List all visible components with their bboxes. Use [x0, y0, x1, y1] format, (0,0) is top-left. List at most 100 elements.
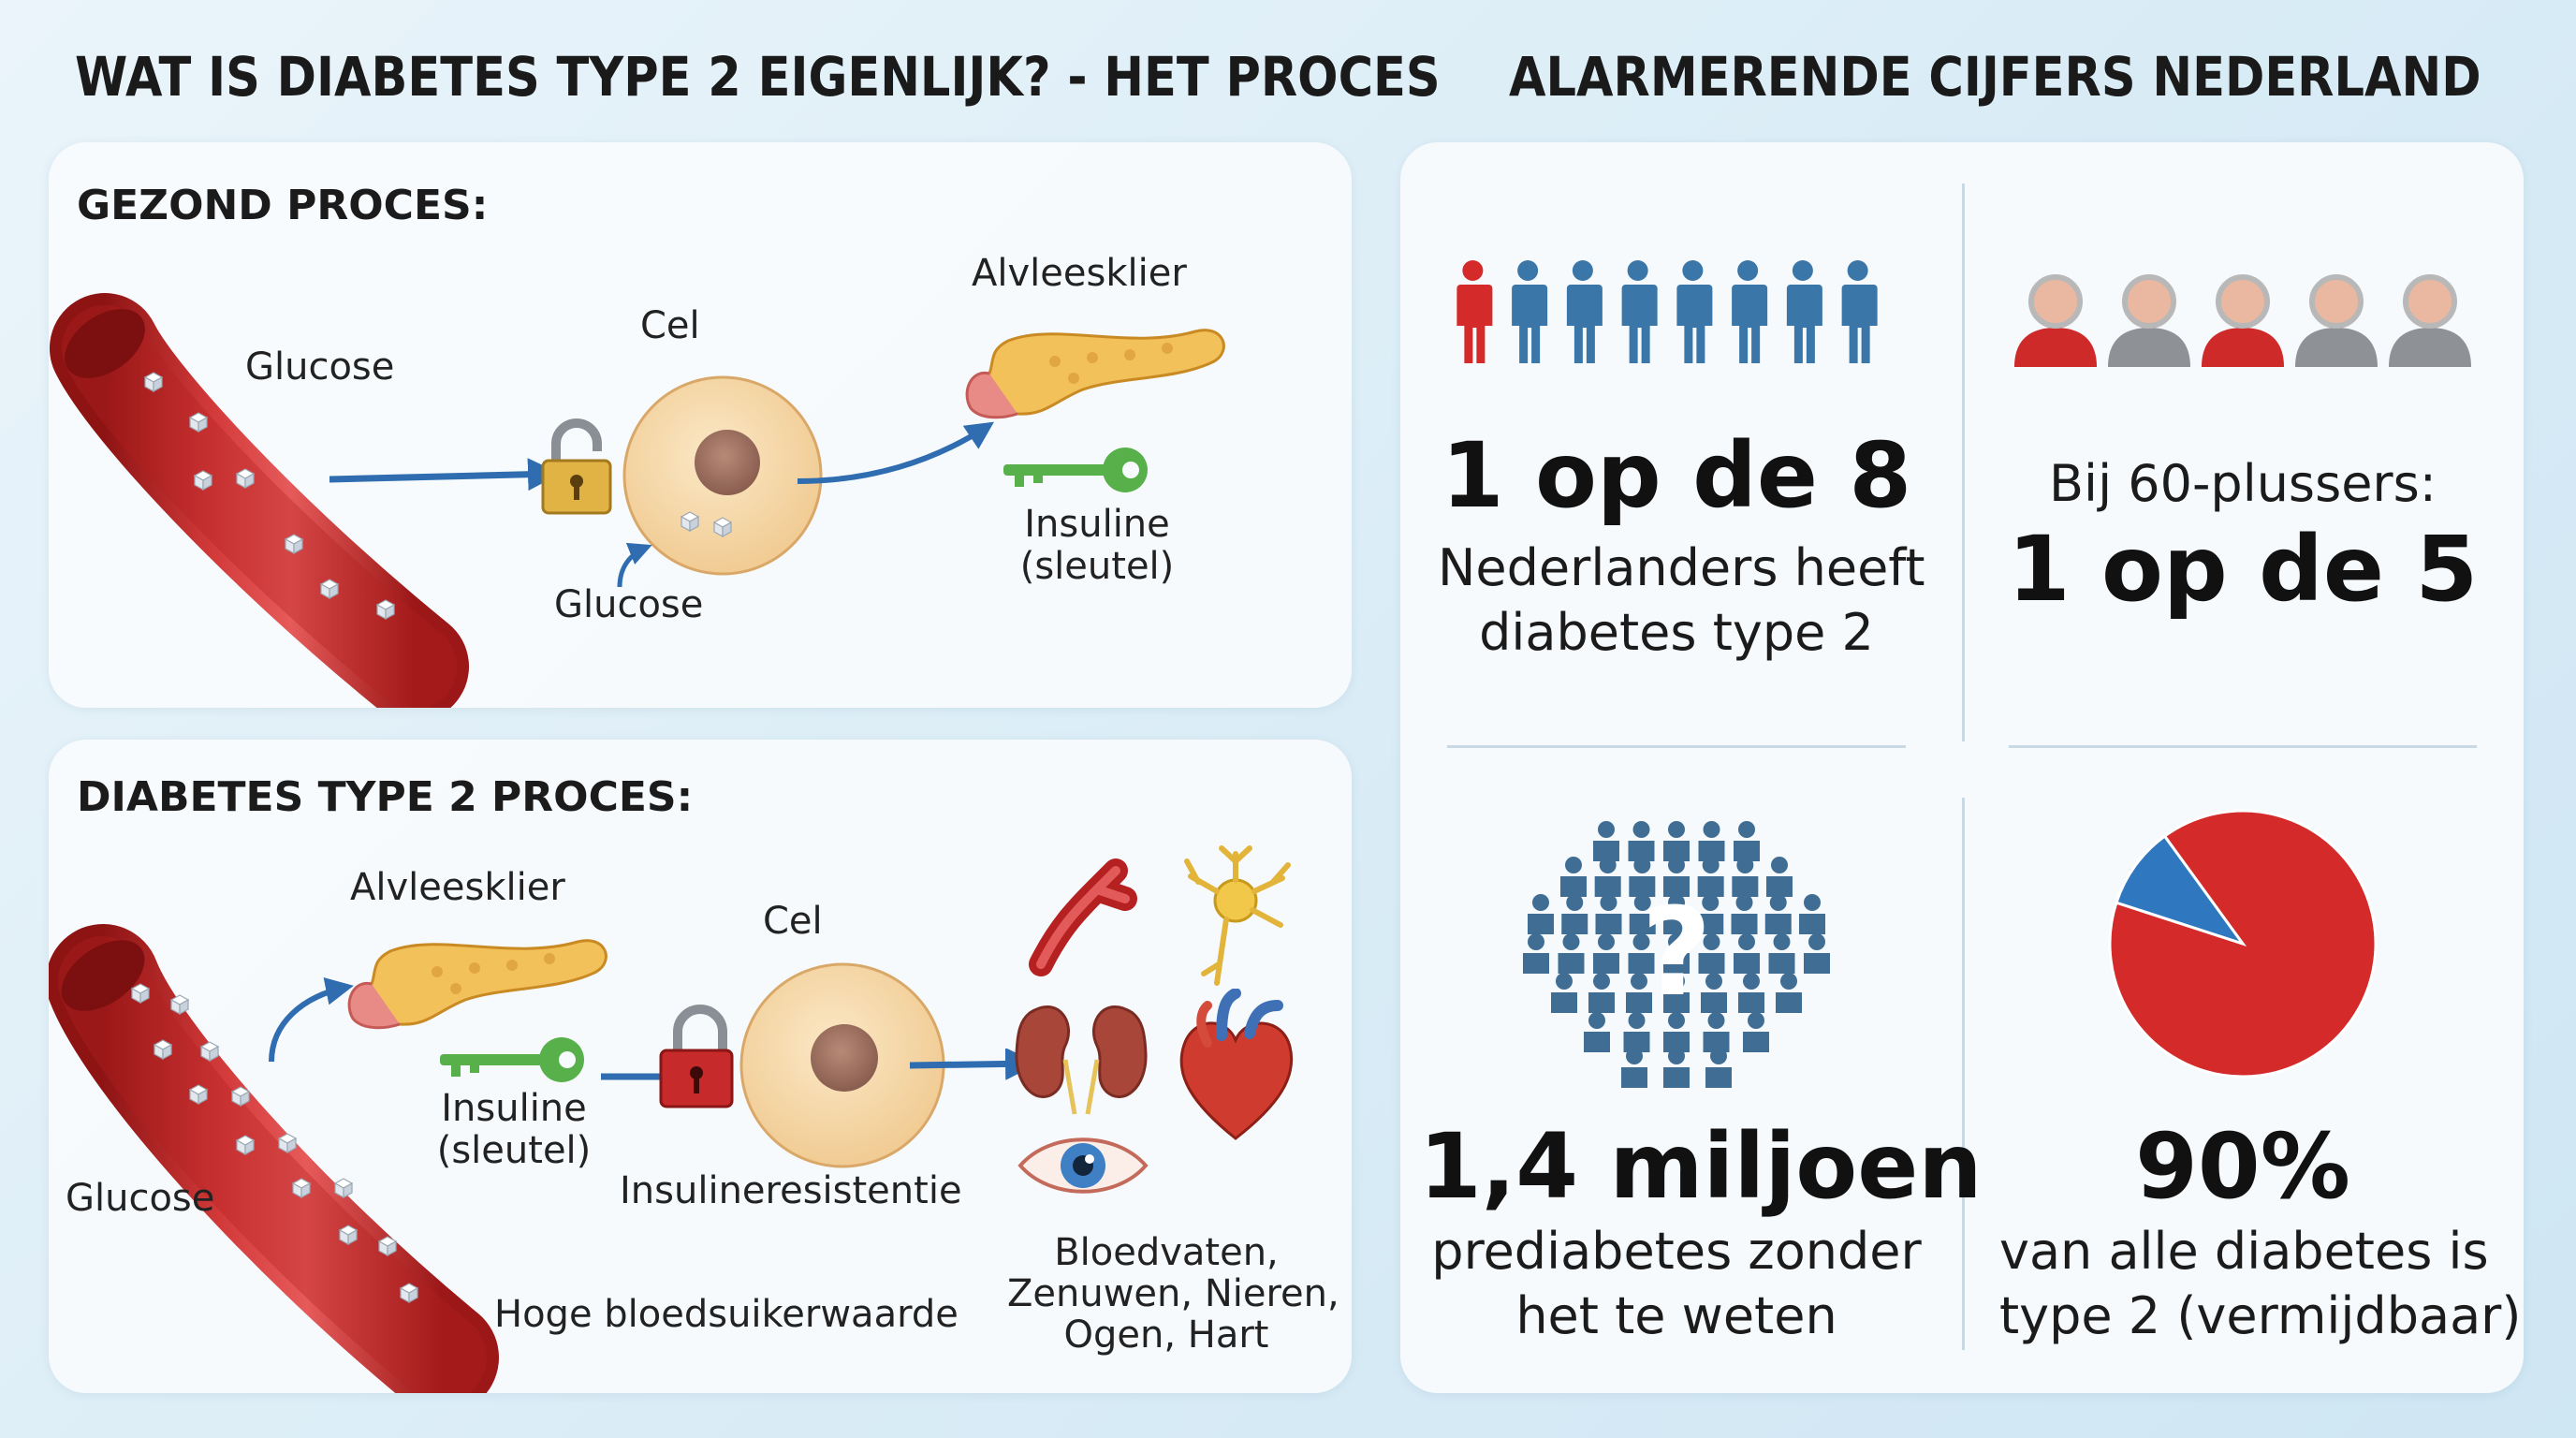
statistics-panel: 1 op de 8 Nederlanders heeft diabetes ty…	[1400, 142, 2524, 1393]
crowd-person-icon	[1584, 1012, 1610, 1052]
diabetes-key-icon	[440, 1037, 584, 1082]
person-icon	[1512, 260, 1548, 363]
kidneys-icon	[1015, 1005, 1148, 1115]
senior-icons-row	[2014, 274, 2471, 367]
crowd-person-icon	[1561, 894, 1588, 934]
stats-divider-vertical-top	[1962, 183, 1965, 741]
diabetes-blood-vessel	[49, 924, 499, 1393]
crowd-person-icon	[1698, 821, 1725, 861]
person-icon	[1732, 260, 1768, 363]
stats-divider-horizontal-left	[1447, 745, 1906, 748]
healthy-arrow-2	[797, 421, 994, 484]
stat2-number: 1 op de 5	[2007, 517, 2479, 622]
senior-icon-highlighted	[2014, 274, 2097, 367]
healthy-glucose-label: Glucose	[245, 345, 395, 389]
crowd-person-icon	[1663, 1048, 1690, 1088]
diabetes-pancreas-icon	[347, 939, 607, 1030]
crowd-person-icon	[1663, 821, 1690, 861]
healthy-pancreas-icon	[965, 329, 1225, 419]
crowd-person-icon	[1799, 894, 1825, 934]
diabetes-cell	[739, 962, 945, 1168]
stat4-text: van alle diabetes is type 2 (vermijdbaar…	[1999, 1219, 2521, 1348]
diabetes-insuline-label: Insuline (sleutel)	[416, 1088, 612, 1172]
healthy-cell	[622, 375, 823, 576]
healthy-arrow-small	[617, 542, 652, 588]
crowd-question-icon: ?	[1523, 821, 1830, 1088]
diabetes-process-panel: DIABETES TYPE 2 PROCES: Glucose Alvleesk…	[49, 740, 1352, 1393]
diabetes-glucose-label: Glucose	[66, 1177, 215, 1220]
diabetes-alvleesklier-label: Alvleesklier	[350, 866, 565, 909]
stat4-number: 90%	[2135, 1114, 2350, 1219]
healthy-blood-vessel	[50, 293, 469, 708]
crowd-person-icon	[1705, 1048, 1732, 1088]
stat1-number: 1 op de 8	[1441, 423, 1912, 528]
crowd-person-icon	[1551, 973, 1577, 1013]
diabetes-process-title: DIABETES TYPE 2 PROCES:	[77, 773, 694, 821]
stat4-line1: van alle diabetes is	[1999, 1222, 2489, 1281]
stats-divider-vertical-bottom	[1962, 798, 1965, 1350]
affected-organs-label: Bloedvaten, Zenuwen, Nieren, Ogen, Hart	[1007, 1231, 1339, 1357]
crowd-person-icon	[1768, 933, 1795, 974]
healthy-alvleesklier-label: Alvleesklier	[972, 252, 1187, 295]
diabetes-insuline-line2: (sleutel)	[436, 1128, 592, 1172]
crowd-person-icon	[1732, 857, 1759, 897]
people-icons-row	[1456, 260, 1878, 363]
diabetes-arrow-2	[910, 1049, 1038, 1080]
question-mark-icon: ?	[1641, 881, 1711, 1023]
crowd-person-icon	[1766, 857, 1793, 897]
insulin-resistance-label: Insulineresistentie	[620, 1169, 962, 1212]
senior-icon	[2389, 274, 2471, 367]
crowd-person-icon	[1764, 894, 1792, 934]
crowd-person-icon	[1628, 821, 1655, 861]
healthy-arrow-1	[329, 458, 561, 492]
stat4-line2: type 2 (vermijdbaar)	[1999, 1286, 2522, 1346]
crowd-person-icon	[1593, 933, 1619, 974]
organs-line1: Bloedvaten,	[1054, 1231, 1279, 1274]
heart-icon	[1179, 989, 1294, 1140]
left-heading: WAT IS DIABETES TYPE 2 EIGENLIJK? - HET …	[75, 45, 1441, 109]
crowd-person-icon	[1594, 857, 1621, 897]
blood-vessel-icon	[1029, 858, 1137, 976]
crowd-person-icon	[1734, 933, 1760, 974]
healthy-glucose-bottom-label: Glucose	[554, 583, 704, 626]
stat3-line2: het te weten	[1515, 1286, 1837, 1346]
person-icon	[1621, 260, 1658, 363]
right-heading: ALARMERENDE CIJFERS NEDERLAND	[1509, 45, 2481, 109]
crowd-person-icon	[1621, 1048, 1647, 1088]
pie-slice-other	[2115, 834, 2247, 946]
senior-icon-highlighted	[2202, 274, 2284, 367]
healthy-insuline-line2: (sleutel)	[1019, 544, 1175, 588]
closed-lock-icon	[659, 1005, 734, 1108]
stat2-text: Bij 60-plussers:	[2049, 454, 2437, 513]
crowd-person-icon	[1743, 1012, 1769, 1052]
person-icon-highlighted	[1456, 260, 1493, 363]
diabetes-cel-label: Cel	[763, 900, 823, 943]
crowd-person-icon	[1776, 973, 1802, 1013]
crowd-person-icon	[1731, 894, 1758, 934]
crowd-person-icon	[1738, 973, 1764, 1013]
open-lock-icon	[541, 418, 612, 515]
stat3-text: prediabetes zonder het te weten	[1419, 1219, 1934, 1348]
diabetes-arrow-up	[269, 977, 354, 1063]
crowd-person-icon	[1560, 857, 1587, 897]
crowd-person-icon	[1595, 894, 1622, 934]
high-blood-sugar-label: Hoge bloedsuikerwaarde	[494, 1293, 959, 1336]
crowd-person-icon	[1593, 821, 1619, 861]
crowd-person-icon	[1523, 933, 1549, 974]
stats-divider-horizontal-right	[2009, 745, 2477, 748]
healthy-insuline-line1: Insuline	[1024, 503, 1170, 546]
stat3-number: 1,4 miljoen	[1419, 1114, 1983, 1219]
person-icon	[1841, 260, 1878, 363]
type2-pie-chart	[2108, 809, 2378, 1078]
organs-line2: Zenuwen, Nieren,	[1007, 1272, 1339, 1315]
healthy-insuline-label: Insuline (sleutel)	[985, 504, 1209, 588]
person-icon	[1566, 260, 1603, 363]
stat1-text: Nederlanders heeft diabetes type 2	[1438, 536, 1925, 665]
crowd-person-icon	[1588, 973, 1615, 1013]
diabetes-insuline-line1: Insuline	[441, 1087, 587, 1130]
senior-icon	[2108, 274, 2190, 367]
crowd-person-icon	[1804, 933, 1830, 974]
crowd-person-icon	[1528, 894, 1554, 934]
organs-line3: Ogen, Hart	[1063, 1313, 1269, 1357]
stat3-line1: prediabetes zonder	[1431, 1222, 1922, 1281]
